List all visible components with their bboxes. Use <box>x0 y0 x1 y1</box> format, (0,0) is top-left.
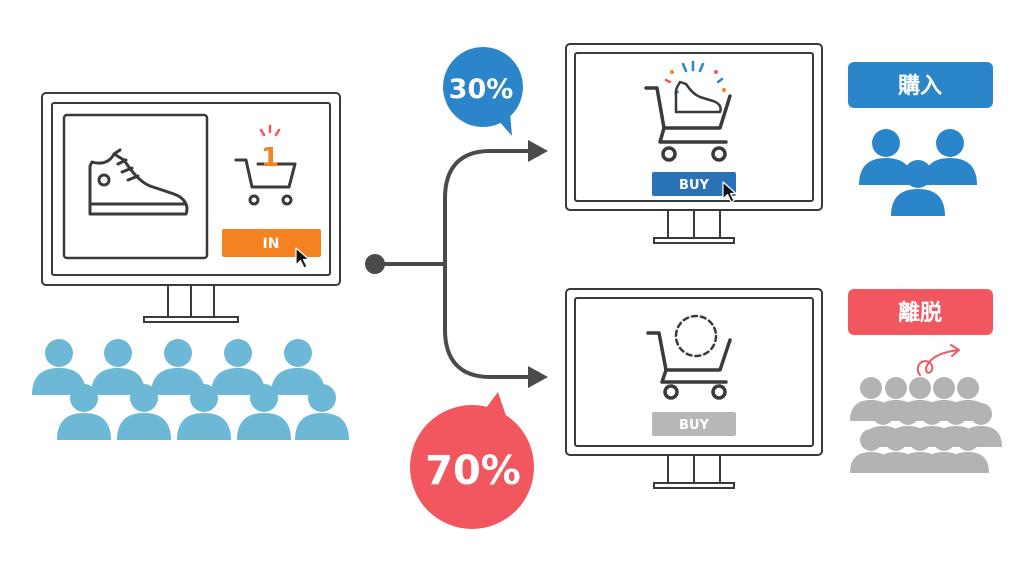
cart-icon <box>234 158 297 206</box>
purchasers-group-icon <box>859 129 977 216</box>
purchase-label: 購入 <box>898 74 942 99</box>
buy-button-disabled-label: BUY <box>679 418 709 433</box>
sneaker-icon <box>88 148 189 216</box>
connector-start-dot <box>365 254 385 274</box>
cart-with-sneaker-icon <box>644 80 732 162</box>
purchase-monitor <box>565 43 823 244</box>
cart-count: 1 <box>261 143 279 173</box>
arrow-to-exit-icon <box>528 366 548 388</box>
buy-button-disabled[interactable] <box>652 412 736 436</box>
leaving-arrow-icon <box>916 344 960 376</box>
exit-monitor <box>565 288 823 489</box>
users-crowd-icon <box>32 339 349 440</box>
celebration-confetti-icon <box>664 60 726 94</box>
exit-label: 離脱 <box>898 300 942 326</box>
in-button-label: IN <box>263 236 280 252</box>
exit-rate-text: 70% <box>425 448 521 494</box>
branch-connector <box>373 149 532 379</box>
empty-cart-icon <box>646 314 732 400</box>
purchase-rate-bubble: 30% <box>443 47 523 136</box>
notification-sparks-icon <box>259 124 281 137</box>
exit-label-box <box>848 289 993 335</box>
purchase-label-box <box>848 62 993 108</box>
buy-button[interactable] <box>652 172 736 196</box>
leaving-people-group-icon <box>850 377 1002 473</box>
left-monitor <box>41 92 341 323</box>
arrow-to-purchase-icon <box>528 140 548 162</box>
product-frame <box>62 113 209 260</box>
buy-button-label: BUY <box>679 178 709 193</box>
purchase-rate-text: 30% <box>449 74 514 105</box>
exit-rate-bubble: 70% <box>410 392 534 529</box>
